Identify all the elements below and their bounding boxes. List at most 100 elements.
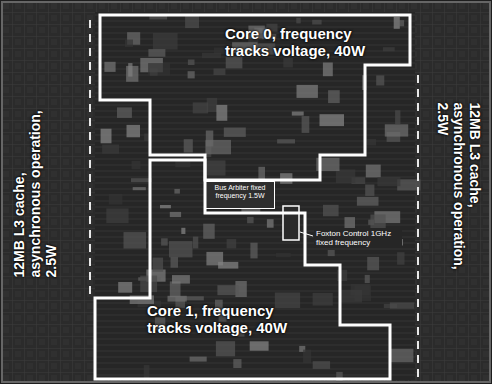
logic-block	[365, 275, 370, 283]
logic-block	[224, 128, 246, 137]
cache-label: 12MB L3 cache, asynchronous operation, 2…	[10, 103, 58, 278]
region-outline	[95, 160, 390, 379]
cache-region: 12MB L3 cache, asynchronous operation, 2…	[4, 50, 64, 330]
logic-block	[206, 252, 223, 266]
logic-block	[277, 139, 295, 143]
callout-label: Foxton Control 1GHz fixed frequency	[314, 228, 402, 248]
logic-block	[128, 63, 132, 77]
logic-block	[124, 232, 147, 248]
logic-block	[170, 281, 181, 297]
foxton-box	[283, 206, 299, 240]
logic-block	[102, 145, 119, 154]
logic-block	[214, 69, 226, 76]
logic-block	[376, 75, 384, 85]
logic-block	[312, 20, 321, 25]
logic-block	[275, 293, 300, 309]
logic-block	[328, 250, 335, 256]
logic-block	[303, 350, 311, 364]
logic-block	[188, 71, 195, 78]
region-outline	[95, 158, 392, 381]
logic-block	[383, 47, 395, 51]
logic-block	[125, 40, 133, 47]
logic-block	[367, 257, 379, 270]
logic-block	[193, 102, 209, 113]
logic-block	[101, 129, 112, 144]
logic-block	[132, 161, 141, 170]
cache-region: 12MB L3 cache, asynchronous operation, 2…	[428, 50, 488, 330]
logic-block	[170, 212, 181, 217]
logic-block	[117, 107, 132, 118]
logic-block	[185, 296, 204, 300]
logic-block	[391, 349, 414, 363]
logic-block	[320, 114, 345, 126]
logic-block	[385, 124, 408, 136]
logic-block	[276, 253, 291, 257]
logic-block	[217, 285, 238, 295]
logic-block	[184, 139, 193, 152]
logic-block	[395, 110, 400, 124]
logic-block	[313, 361, 330, 369]
logic-block	[366, 165, 381, 178]
logic-block	[328, 90, 340, 103]
logic-block	[216, 105, 227, 121]
logic-block	[203, 224, 215, 239]
logic-block	[250, 243, 257, 259]
core-label: Core 1, frequency tracks voltage, 40W	[147, 302, 322, 336]
logic-block	[133, 187, 146, 190]
logic-block	[104, 62, 115, 72]
logic-block	[153, 33, 178, 50]
logic-block	[169, 241, 193, 257]
logic-block	[207, 98, 218, 112]
core-region: Core 1, frequency tracks voltage, 40W	[95, 158, 392, 381]
logic-block	[174, 189, 180, 194]
logic-block	[357, 197, 379, 206]
logic-block	[127, 125, 141, 137]
logic-block	[148, 49, 165, 57]
logic-block	[185, 15, 199, 28]
logic-block	[227, 239, 237, 248]
logic-block	[160, 205, 171, 208]
logic-block	[168, 296, 187, 302]
logic-block	[394, 17, 400, 29]
logic-block	[400, 20, 405, 26]
arbiter-label: Bus Arbiter fixed frequency 1.5W	[206, 182, 274, 202]
logic-block	[247, 217, 254, 223]
logic-block	[216, 341, 235, 356]
logic-block	[292, 112, 304, 116]
logic-block	[250, 341, 269, 350]
core-label: Core 0, frequency tracks voltage, 40W	[225, 25, 400, 59]
logic-block	[267, 219, 274, 228]
logic-block	[397, 252, 404, 265]
logic-block	[190, 357, 207, 362]
logic-block	[188, 60, 195, 66]
logic-block	[153, 258, 164, 272]
logic-block	[233, 359, 241, 368]
logic-block	[377, 177, 400, 186]
logic-block	[283, 58, 293, 68]
logic-block	[193, 237, 198, 249]
logic-block	[370, 215, 385, 229]
logic-block	[172, 275, 190, 284]
core-region: Core 0, frequency tracks voltage, 40W	[100, 15, 412, 182]
logic-block	[207, 160, 226, 175]
logic-block	[161, 238, 168, 245]
logic-block	[323, 63, 333, 77]
region-outline	[100, 15, 410, 180]
arbiter-box: Bus Arbiter fixed frequency 1.5W	[205, 181, 275, 209]
logic-block	[313, 293, 333, 306]
logic-block	[397, 179, 420, 190]
logic-block	[118, 282, 132, 293]
logic-block	[206, 140, 232, 154]
logic-block	[171, 257, 179, 268]
logic-block	[297, 85, 318, 98]
logic-block	[336, 169, 355, 183]
logic-block	[296, 18, 300, 24]
logic-block	[365, 185, 374, 196]
logic-block	[302, 116, 310, 133]
logic-block	[181, 228, 185, 234]
logic-block	[390, 303, 415, 309]
logic-block	[367, 139, 377, 145]
logic-block	[202, 53, 221, 59]
cache-label: 12MB L3 cache, asynchronous operation, 2…	[434, 103, 482, 278]
